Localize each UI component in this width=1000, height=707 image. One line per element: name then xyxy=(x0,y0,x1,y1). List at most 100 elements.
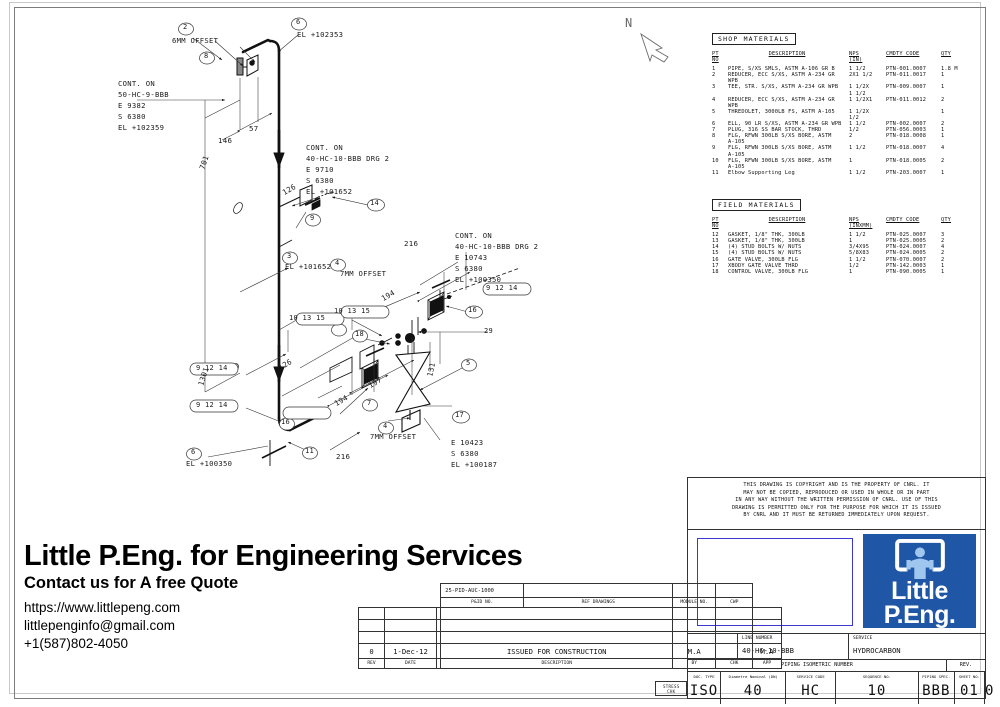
table-cell: PTN-018.0005 xyxy=(886,157,927,164)
multi-balloon-9-12-14-a: 9 12 14 xyxy=(196,364,228,372)
header-nps: NPS(IN) xyxy=(849,51,863,64)
table-cell: 1 xyxy=(941,262,945,269)
copyright-line: THIS DRAWING IS COPYRIGHT AND IS THE PRO… xyxy=(743,482,930,488)
elevation-102353: EL +102353 xyxy=(297,30,344,39)
table-cell: PTN-002.0007 xyxy=(886,121,927,128)
rev-app: M.A xyxy=(752,643,782,659)
promo-email[interactable]: littlepenginfo@gmail.com xyxy=(24,618,176,633)
title-col-diametre-nominal-dn: Diametre Nominal (DN)40 xyxy=(721,672,787,704)
table-cell: PTN-024.0005 xyxy=(886,250,927,257)
table-cell: PTN-001.0007 xyxy=(886,66,927,73)
balloon-14: 14 xyxy=(370,199,380,207)
col-label: DOC. TYPE xyxy=(693,674,715,679)
table-cell: PTN-024.0007 xyxy=(886,244,927,251)
table-cell: (4) STUD BOLTS W/ NUTS xyxy=(728,250,802,257)
table-cell: 14 xyxy=(712,244,719,251)
table-cell: XBODY GATE VALVE THRD xyxy=(728,262,799,269)
table-cell: 1 xyxy=(712,66,716,73)
header-qty: QTY xyxy=(941,51,952,57)
revision-blank-row[interactable] xyxy=(358,607,782,620)
balloon-8: 8 xyxy=(204,52,209,60)
revision-row: 0 1-Dec-12 ISSUED FOR CONSTRUCTION M.A M… xyxy=(358,643,782,659)
table-cell: 1.8 M xyxy=(941,66,958,73)
table-cell: 1 xyxy=(941,169,945,176)
copyright-line: BY CNRL AND IT MUST BE RETURNED IMMEDIAT… xyxy=(743,512,930,519)
table-cell: 11 xyxy=(712,169,719,176)
promo-phone: +1(587)802-4050 xyxy=(24,636,128,651)
balloon-16-upper: 16 xyxy=(468,306,478,314)
balloon-6-lower: 6 xyxy=(191,448,196,456)
revision-blank-cell xyxy=(715,607,754,620)
balloon-7: 7 xyxy=(367,399,372,407)
table-cell: 5 xyxy=(712,108,716,115)
table-cell: 1 1/2 xyxy=(849,121,866,128)
table-cell: 1 xyxy=(941,268,945,275)
table-cell: 2 xyxy=(941,96,945,103)
table-cell: 1 xyxy=(849,157,853,164)
table-cell: 2 xyxy=(941,121,945,128)
pid-row: 25-PID-AUC-1000 xyxy=(359,583,782,598)
table-cell: FLG, RFWN 300LB S/XS BORE, ASTM A-105 xyxy=(728,133,832,146)
col-value: ISO xyxy=(689,683,719,699)
table-cell: PTN-142.0003 xyxy=(886,262,927,269)
balloon-1 xyxy=(336,324,341,332)
cont-on-right: CONT. ON 40-HC-10-BBB DRG 2 E 10743 S 63… xyxy=(455,231,539,284)
copyright-line: MAY NOT BE COPIED, REPRODUCED OR USED IN… xyxy=(743,489,930,496)
col-value: BBB xyxy=(922,683,951,699)
table-cell: 3/4X95 xyxy=(849,244,870,251)
table-cell: FLG, RFWN 300LB S/XS BORE, ASTM A-105 xyxy=(728,145,832,158)
table-cell: 17 xyxy=(712,262,719,269)
dim-57: 57 xyxy=(249,124,259,133)
table-cell: 3 xyxy=(712,84,716,91)
table-cell: FLG, RFWN 300LB S/XS BORE, ASTM A-105 xyxy=(728,157,832,170)
service-value: HYDROCARBON xyxy=(853,646,901,655)
stress-chk-cell xyxy=(655,681,687,696)
revision-blank-cell xyxy=(715,619,754,632)
table-cell: 3 xyxy=(941,232,945,239)
table-cell: 4 xyxy=(712,96,716,103)
table-cell: 1/2 xyxy=(849,127,860,134)
footer-description: DESCRIPTION xyxy=(440,658,674,669)
copyright-notice: THIS DRAWING IS COPYRIGHT AND IS THE PRO… xyxy=(688,482,985,520)
table-cell: 1 1/2 xyxy=(849,66,866,73)
table-cell: PTN-018.0008 xyxy=(886,133,927,140)
multi-balloon-9-12-14-c: 9 12 14 xyxy=(486,284,518,292)
table-cell: 1 1/2 xyxy=(849,256,866,263)
dim-146: 146 xyxy=(218,136,233,145)
person-in-monitor-icon xyxy=(894,539,945,579)
col-label: Diametre Nominal (DN) xyxy=(728,674,778,679)
balloon-11: 11 xyxy=(305,447,315,455)
table-cell: 1 1/2 xyxy=(849,169,866,176)
table-cell: 8 xyxy=(712,133,716,140)
balloon-18: 18 xyxy=(355,330,365,338)
table-cell: 7 xyxy=(712,127,716,134)
footer-rev: REV xyxy=(358,658,385,669)
table-cell: PTN-025.0007 xyxy=(886,232,927,239)
cwp-cell xyxy=(715,583,754,598)
promo-website[interactable]: https://www.littlepeng.com xyxy=(24,600,181,615)
title-col-doc-type: DOC. TYPE ISO xyxy=(688,672,722,704)
title-col-sequence-no: SEQUENCE NO.10 xyxy=(836,672,919,704)
balloon-6-top: 6 xyxy=(296,18,301,26)
table-cell: 1 1/2 xyxy=(849,232,866,239)
table-cell: 2 xyxy=(941,157,945,164)
rev-label: REV. xyxy=(959,662,973,668)
revision-block: 25-PID-AUC-1000 P&ID NO. REF DRAWINGS MO… xyxy=(358,583,782,669)
table-cell: 18 xyxy=(712,268,719,275)
table-cell: REDUCER, ECC S/XS, ASTM A-234 GR WPB xyxy=(728,96,835,109)
promo-subhead: Contact us for A free Quote xyxy=(24,574,239,592)
page-outer-border xyxy=(9,2,981,694)
